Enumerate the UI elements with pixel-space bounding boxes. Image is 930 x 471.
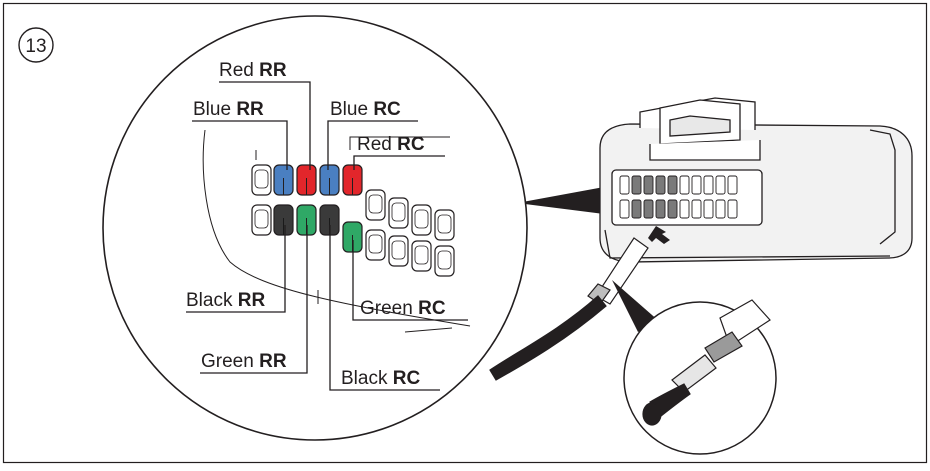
label-black-rc: Black RC	[341, 368, 420, 389]
housing-outline	[202, 129, 471, 333]
pin-bottom-7	[388, 235, 409, 267]
pin-bottom-9	[434, 245, 455, 277]
pin-black-rr	[273, 204, 294, 236]
leader-red-rc	[353, 155, 445, 170]
pin-top-9	[434, 209, 455, 241]
leader-blue-rc	[327, 120, 418, 170]
label-blue-rr: Blue RR	[193, 99, 264, 120]
pin-top-8	[411, 204, 432, 236]
pin-red-rc	[342, 164, 363, 196]
pin-grid	[251, 164, 455, 277]
pin-top-6	[365, 189, 386, 221]
label-green-rr: Green RR	[201, 351, 287, 372]
connector-pins	[619, 175, 738, 219]
label-green-rc: Green RC	[360, 298, 446, 319]
label-blue-rc: Blue RC	[330, 99, 401, 120]
step-badge: 13	[18, 27, 54, 63]
insert-arrow-icon	[648, 226, 670, 244]
wire-terminal	[489, 237, 649, 381]
leader-lines	[186, 81, 468, 391]
leader-black-rc	[329, 225, 440, 391]
leader-black-rr	[186, 225, 286, 313]
leader-green-rc	[352, 240, 468, 321]
wire-labels: Red RR Blue RR Blue RC Red RC Black RR G…	[186, 60, 446, 389]
detail-pointer	[612, 280, 660, 332]
pin-top-1	[251, 164, 272, 196]
detail-terminal	[642, 299, 771, 426]
figure-frame	[2, 2, 928, 464]
pin-blue-rr	[273, 164, 294, 196]
magnifier-pointer	[517, 187, 604, 214]
pin-top-7	[388, 197, 409, 229]
pin-blue-rc	[319, 164, 340, 196]
pin-bottom-1	[251, 204, 272, 236]
leader-blue-rr	[192, 120, 288, 170]
label-red-rc: Red RC	[357, 134, 425, 155]
step-number: 13	[25, 36, 46, 57]
pin-bottom-6	[365, 229, 386, 261]
label-red-rr: Red RR	[219, 60, 287, 81]
leader-red-rr	[219, 81, 311, 170]
pin-red-rr	[296, 164, 317, 196]
pin-bottom-8	[411, 240, 432, 272]
leader-green-rr	[200, 225, 308, 374]
label-black-rr: Black RR	[186, 290, 265, 311]
